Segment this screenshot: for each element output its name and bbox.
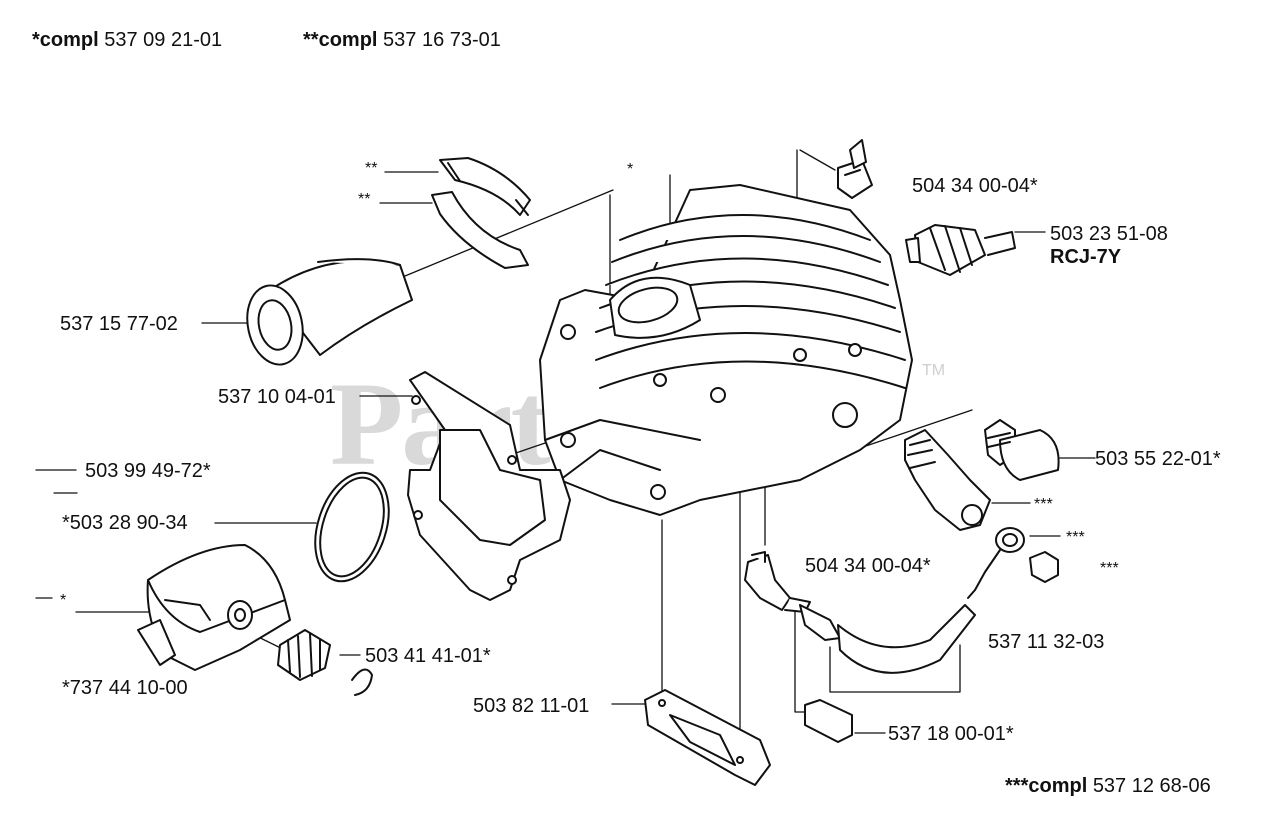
needle-bearing (277, 629, 331, 681)
clip-upper (439, 157, 531, 216)
base-gasket (644, 689, 771, 786)
label-decomp-valve[interactable]: *** (1034, 496, 1053, 513)
decompression-valve (904, 429, 991, 531)
label-bolt[interactable]: *** (1100, 560, 1119, 577)
kit-label-2: **compl 537 16 73-01 (303, 29, 501, 51)
label-piston-pin-clip[interactable]: 503 99 49-72* (85, 460, 211, 482)
label-hose[interactable]: 537 11 32-03 (988, 631, 1105, 653)
intake-manifold (246, 258, 413, 366)
fuel-hose (799, 604, 976, 674)
label-hose-plug[interactable]: 537 18 00-01* (888, 723, 1014, 745)
label-washer[interactable]: *** (1066, 529, 1085, 546)
label-intake-manifold[interactable]: 537 15 77-02 (60, 313, 178, 335)
piston-pin-clip (351, 668, 373, 696)
piston-ring (314, 471, 390, 583)
label-gasket[interactable]: 537 10 04-01 (218, 386, 336, 408)
label-base-gasket[interactable]: 503 82 11-01 (473, 695, 590, 717)
label-fitting-top[interactable]: 504 34 00-04* (912, 175, 1038, 197)
label-fitting-bottom[interactable]: 504 34 00-04* (805, 555, 931, 577)
fitting-top (837, 139, 873, 199)
piston (137, 544, 291, 671)
label-piston-star[interactable]: * (60, 592, 67, 609)
ring-terminal (967, 527, 1025, 599)
label-cylinder[interactable]: * (627, 161, 634, 178)
spark-plug (905, 224, 1016, 276)
watermark-trademark: TM (922, 362, 946, 379)
label-piston-ring[interactable]: *503 28 90-34 (62, 512, 188, 534)
label-bearing[interactable]: 503 41 41-01* (365, 645, 491, 667)
kit-label-3: ***compl 537 12 68-06 (1005, 775, 1211, 797)
label-plug-cap[interactable]: 503 55 22-01* (1095, 448, 1221, 470)
bolt (1029, 551, 1059, 583)
label-spark-plug[interactable]: 503 23 51-08 (1050, 223, 1168, 245)
cylinder-gasket (407, 371, 571, 601)
label-clip-upper[interactable]: ** (365, 160, 378, 177)
kit-label-1: *compl 537 09 21-01 (32, 29, 223, 51)
hose-plug (804, 699, 853, 743)
label-clip-lower[interactable]: ** (358, 191, 371, 208)
cylinder (539, 184, 913, 516)
clip-lower (431, 191, 529, 269)
label-piston[interactable]: *737 44 10-00 (62, 677, 188, 699)
label-spark-plug-type: RCJ-7Y (1050, 246, 1122, 268)
plug-cap (984, 419, 1060, 481)
fitting-bottom (744, 551, 811, 613)
